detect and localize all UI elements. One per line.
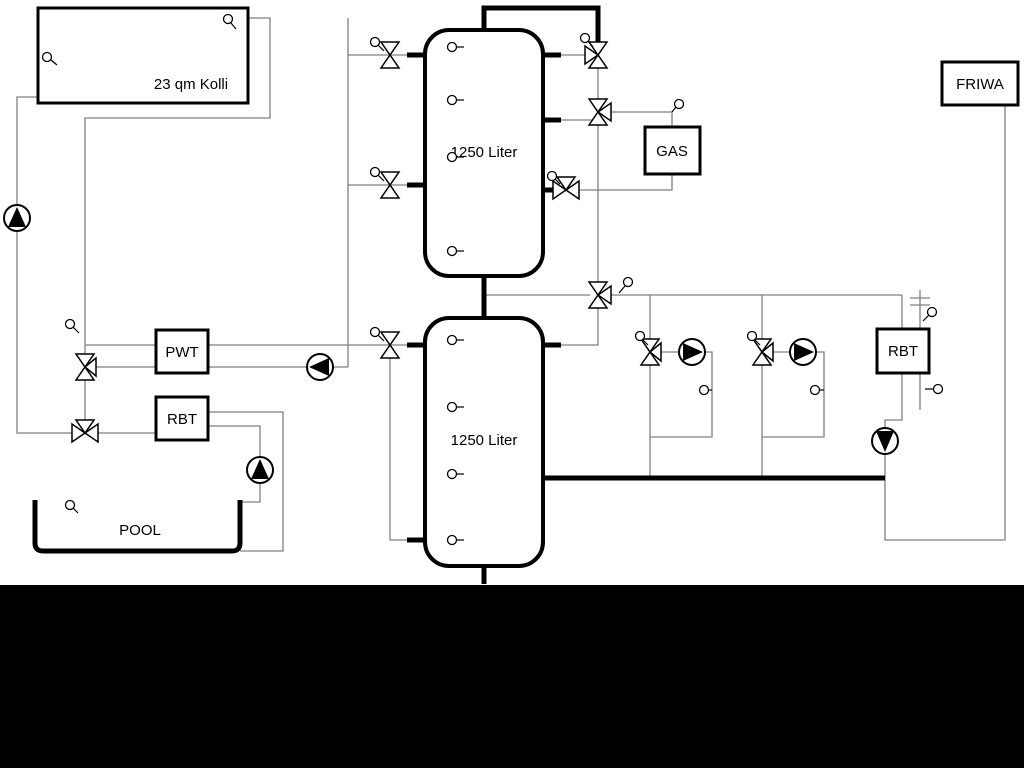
pool-outline	[32, 500, 243, 554]
sensor-icon	[369, 326, 385, 342]
valve-tank1-top-icon	[379, 41, 401, 69]
sensor-icon	[369, 166, 385, 182]
pipe-circuit1-loop	[650, 351, 713, 438]
friwa-label: FRIWA	[956, 76, 1004, 93]
pipe-circuit2-loop	[762, 351, 825, 438]
sensor-icon	[446, 245, 464, 257]
pipe-tank2-left-bottom-return	[389, 352, 407, 541]
sensor-icon	[925, 383, 944, 395]
sensor-icon	[618, 276, 634, 294]
sensor-icon	[64, 318, 80, 334]
sensor-icon	[546, 170, 561, 185]
pipe-tank1-top-main	[481, 5, 601, 42]
rbt-right-box	[875, 327, 931, 375]
buffer-tank-2-label: 1250 Liter	[451, 432, 518, 449]
pipe-collector-return	[84, 17, 271, 433]
friwa-box	[940, 60, 1020, 107]
pipe-collector-supply	[16, 96, 72, 434]
rbt-right-label: RBT	[888, 343, 918, 360]
pump-collector-icon	[3, 204, 31, 232]
three-way-valve-rbt-left-icon	[71, 419, 99, 444]
sensor-icon	[446, 401, 464, 413]
components: 23 qm Kolli 1250 Liter 1250 Liter GAS FR…	[36, 6, 1020, 568]
sensor-icon	[746, 330, 761, 346]
solar-collector-box	[36, 6, 250, 105]
pwt-box	[154, 328, 210, 375]
rbt-left-box	[154, 395, 210, 442]
pwt-label: PWT	[165, 344, 198, 361]
three-way-valve-circuit2-icon	[751, 338, 774, 366]
pipe-rbt-right-out	[884, 373, 903, 428]
sensor-icon	[222, 13, 237, 30]
sensor-icon	[446, 94, 464, 106]
buffer-tank-1-label: 1250 Liter	[451, 144, 518, 161]
pump-pool-icon	[246, 456, 274, 484]
sensor-icon	[446, 468, 464, 480]
letterbox-band	[0, 585, 1024, 768]
gas-boiler-box	[643, 125, 702, 176]
sensor-icon	[446, 334, 464, 346]
sensor-icon	[369, 36, 385, 52]
pool-label: POOL	[119, 522, 161, 539]
sensor-icon	[809, 384, 824, 396]
sensor-icon	[634, 330, 649, 346]
three-way-valve-pwt-icon	[74, 353, 97, 381]
sensor-icon	[64, 499, 79, 514]
sensors	[41, 13, 944, 546]
three-way-valve-gas-supply-icon	[587, 98, 612, 126]
sensor-icon	[922, 306, 938, 322]
pipe-pool-return	[208, 411, 284, 552]
pump-rbt-right-icon	[871, 427, 899, 455]
sensor-icon	[446, 41, 464, 53]
three-way-valve-circuit1-icon	[639, 338, 662, 366]
three-way-valve-consumer-icon	[587, 281, 612, 309]
pipe-to-tank2-right	[561, 308, 599, 346]
valve-tank1-mid-icon	[379, 171, 401, 199]
pump-circuit2-icon	[789, 338, 817, 366]
pipe-friwa-return	[884, 105, 1006, 541]
sensor-icon	[41, 51, 58, 66]
rbt-left-label: RBT	[167, 411, 197, 428]
buffer-tank-2	[423, 316, 545, 568]
solar-collector-label: 23 qm Kolli	[154, 76, 228, 93]
valves	[71, 41, 774, 444]
pipe-gas-return	[579, 174, 673, 191]
sensor-icon	[698, 384, 712, 396]
pump-circuit1-icon	[678, 338, 706, 366]
pumps	[3, 204, 899, 484]
sensor-icon	[446, 151, 464, 163]
three-way-valve-boiler-top-icon	[584, 41, 609, 69]
sensor-icon	[446, 534, 464, 546]
buffer-tank-1	[423, 28, 545, 278]
three-way-valve-gas-return-icon	[552, 176, 580, 201]
sensor-icon	[579, 32, 594, 48]
pump-pwt-icon	[306, 353, 334, 381]
valve-tank2-top-icon	[379, 331, 401, 359]
pipe-gas-supply	[610, 111, 673, 127]
gas-boiler-label: GAS	[656, 143, 688, 160]
sensor-icon	[671, 98, 685, 113]
